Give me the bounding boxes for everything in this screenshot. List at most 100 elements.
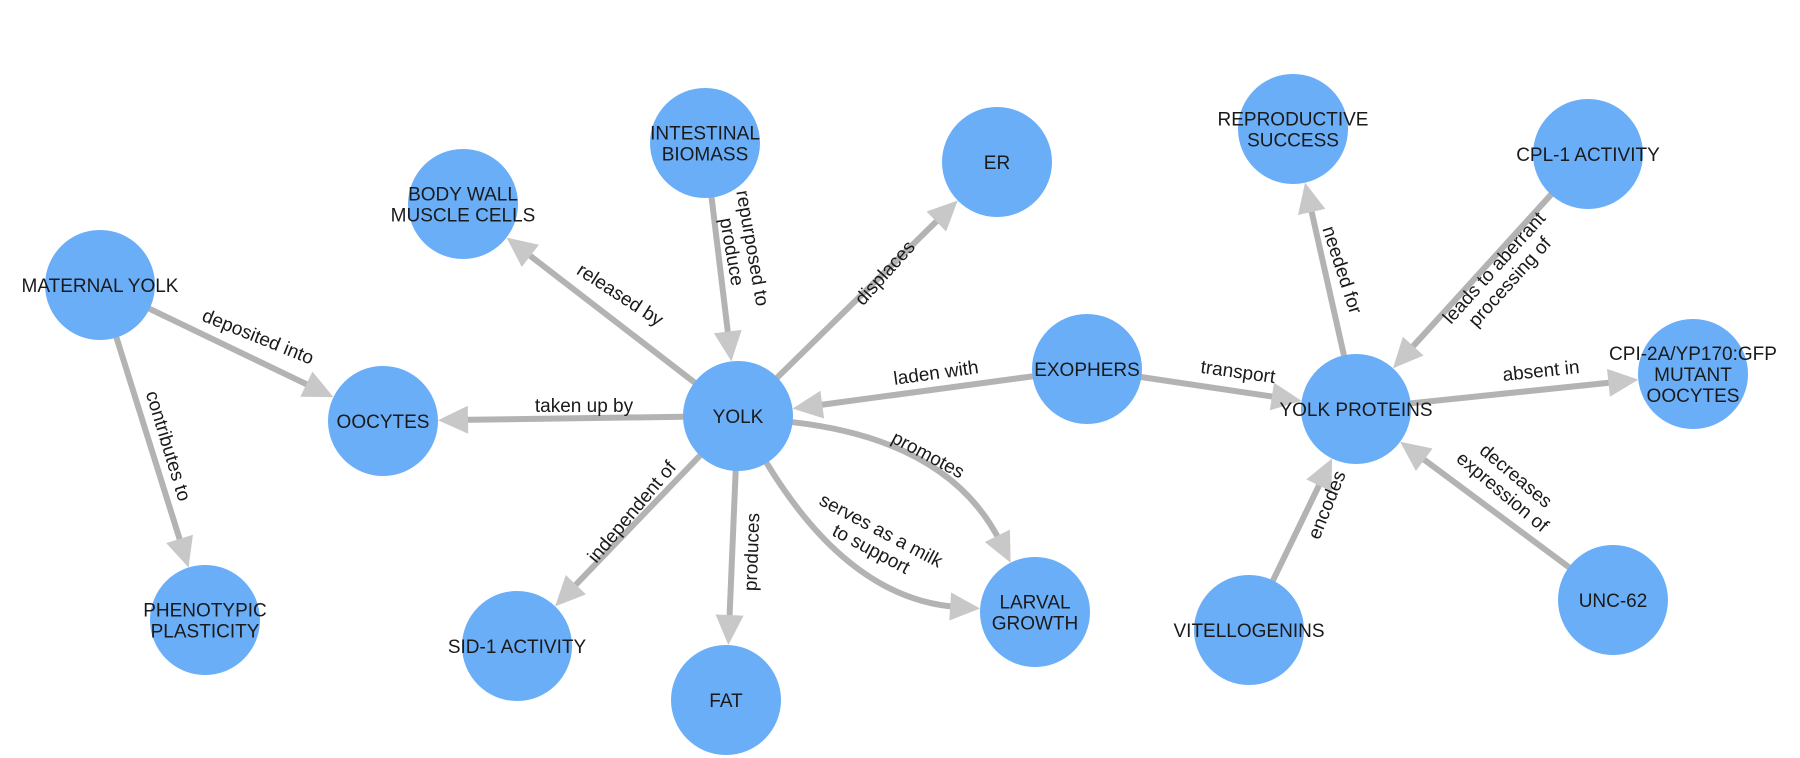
edge-line-e8 [726, 467, 739, 627]
edge-line-e11 [811, 373, 1036, 409]
arrowhead-e2 [166, 534, 193, 568]
node-circle[interactable] [1638, 319, 1748, 429]
node-circle[interactable] [1238, 74, 1348, 184]
node-label-line: GROWTH [992, 614, 1079, 635]
edge-line-e3 [456, 413, 687, 423]
edge-label-e8: produces [741, 513, 765, 592]
node-maternal-yolk[interactable]: MATERNAL YOLK [22, 230, 179, 340]
node-label-line: YOLK PROTEINS [1279, 400, 1432, 421]
node-circle[interactable] [328, 366, 438, 476]
edge-line-e15 [1407, 378, 1620, 407]
node-label: SID-1 ACTIVITY [448, 637, 587, 658]
node-label-line: CPI-2A/YP170:GFP [1609, 344, 1777, 365]
edge-line-e4 [520, 248, 698, 386]
node-label: ER [984, 153, 1010, 174]
arrowhead-e9 [984, 529, 1011, 563]
node-label: MATERNAL YOLK [22, 276, 179, 297]
node-circle[interactable] [980, 557, 1090, 667]
node-circle[interactable] [150, 565, 260, 675]
arrowhead-e3 [437, 405, 469, 434]
arrowhead-e1 [300, 371, 334, 398]
edge-label-e3: taken up by [535, 396, 634, 417]
node-circle[interactable] [683, 361, 793, 471]
edge-label-line: produces [741, 513, 765, 592]
edge-label-e9: promotes [888, 428, 968, 484]
node-sid1[interactable]: SID-1 ACTIVITY [448, 591, 587, 701]
node-label-line: REPRODUCTIVE [1218, 110, 1369, 131]
edge-label-line: displaces [851, 237, 920, 310]
node-yolk-proteins[interactable]: YOLK PROTEINS [1279, 354, 1433, 464]
node-oocytes[interactable]: OOCYTES [328, 366, 438, 476]
edge-line-e10 [763, 459, 962, 611]
edge-label-e14: leads to aberrantprocessing of [1439, 208, 1566, 343]
node-label-line: FAT [709, 691, 743, 712]
edge-label-e6: displaces [851, 237, 920, 310]
node-cpl1[interactable]: CPL-1 ACTIVITY [1516, 99, 1660, 209]
edge-line-e14 [1404, 191, 1554, 356]
node-exophers[interactable]: EXOPHERS [1032, 314, 1142, 424]
node-label-line: VITELLOGENINS [1174, 621, 1325, 642]
node-circle[interactable] [1301, 354, 1411, 464]
node-circle[interactable] [45, 230, 155, 340]
node-circle[interactable] [1194, 575, 1304, 685]
edge-line-e5 [708, 194, 732, 343]
arrowhead-e11 [792, 390, 825, 419]
node-label-line: SID-1 ACTIVITY [448, 637, 587, 658]
arrowhead-e8 [715, 614, 744, 646]
node-circle[interactable] [650, 88, 760, 198]
node-circle[interactable] [408, 149, 518, 259]
edge-label-line: released by [573, 260, 667, 331]
node-label-line: BIOMASS [662, 145, 749, 166]
node-circle[interactable] [1558, 545, 1668, 655]
node-label-line: UNC-62 [1579, 591, 1648, 612]
arrowhead-e6 [926, 200, 958, 232]
arrowhead-e17 [1306, 458, 1333, 492]
arrowhead-e13 [1298, 182, 1326, 215]
edge-label-e15: absent in [1502, 357, 1581, 386]
node-label-line: MATERNAL YOLK [22, 276, 179, 297]
node-label-line: EXOPHERS [1034, 360, 1140, 381]
node-label-line: PLASTICITY [151, 622, 260, 643]
edge-line-e2 [113, 334, 185, 550]
node-yolk[interactable]: YOLK [683, 361, 793, 471]
edge-label-e7: independent of [584, 457, 681, 567]
edges-layer [113, 182, 1639, 646]
node-label-line: OOCYTES [1647, 386, 1740, 407]
arrowhead-e7 [555, 575, 586, 607]
node-label: YOLK [713, 407, 764, 428]
edge-label-line: promotes [888, 428, 968, 484]
node-label-line: CPL-1 ACTIVITY [1516, 145, 1660, 166]
edge-line-e12 [1138, 374, 1283, 401]
node-label-line: MUTANT [1654, 365, 1732, 386]
node-circle[interactable] [942, 107, 1052, 217]
node-label: EXOPHERS [1034, 360, 1140, 381]
node-circle[interactable] [671, 645, 781, 755]
node-circle[interactable] [1032, 314, 1142, 424]
edge-line-e6 [774, 212, 946, 381]
edge-label-e12: transport [1199, 357, 1277, 388]
node-unc62[interactable]: UNC-62 [1558, 545, 1668, 655]
node-circle[interactable] [1533, 99, 1643, 209]
node-circle[interactable] [462, 591, 572, 701]
node-vitellogenins[interactable]: VITELLOGENINS [1174, 575, 1325, 685]
node-label-line: PHENOTYPIC [143, 601, 267, 622]
node-er[interactable]: ER [942, 107, 1052, 217]
node-label-line: BODY WALL [408, 185, 518, 206]
arrowhead-e16 [1400, 441, 1433, 471]
node-fat[interactable]: FAT [671, 645, 781, 755]
node-label-line: YOLK [713, 407, 764, 428]
node-label: YOLK PROTEINS [1279, 400, 1432, 421]
node-label-line: LARVAL [999, 593, 1070, 614]
arrowhead-e14 [1393, 336, 1424, 369]
